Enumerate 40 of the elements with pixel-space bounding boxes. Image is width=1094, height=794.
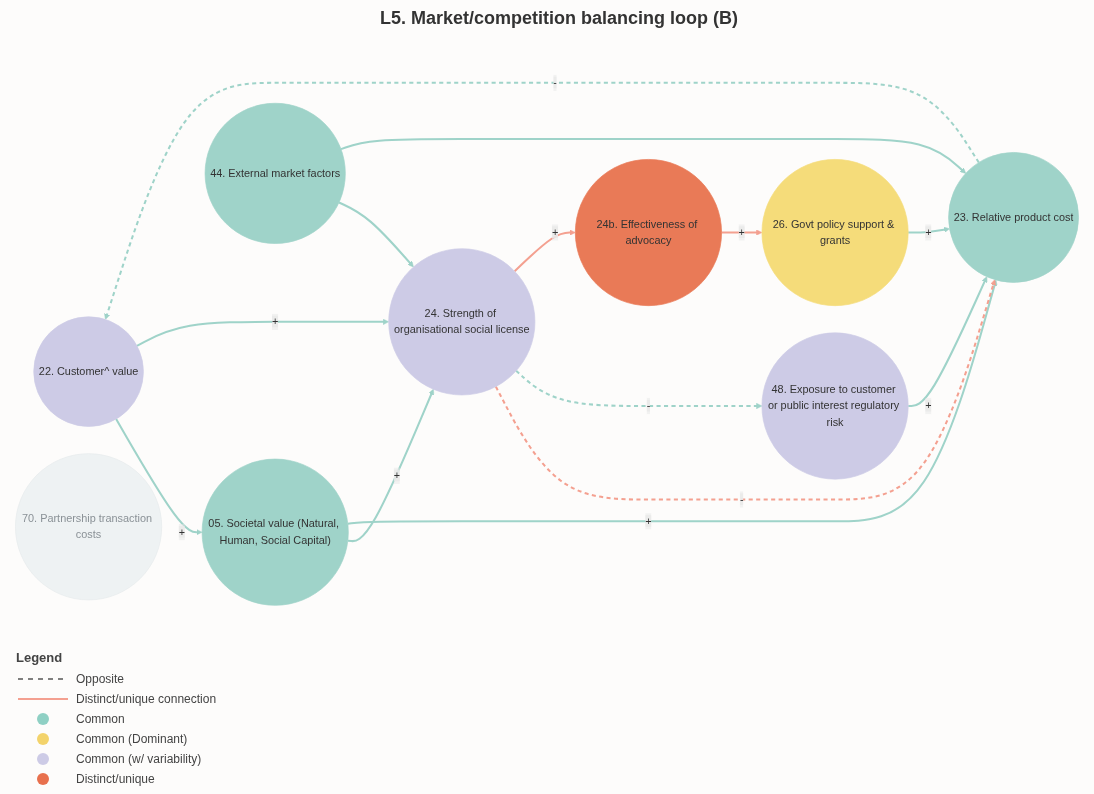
circle-node: 44. External market factors <box>204 102 346 244</box>
edge-label: + <box>645 513 652 530</box>
circle-node: 24b. Effectiveness of advocacy <box>575 159 722 306</box>
diagram-title: L5. Market/competition balancing loop (B) <box>380 8 739 29</box>
legend-text: Common (Dominant) <box>76 732 188 746</box>
circle-node: 24. Strength of organisational social license <box>388 248 536 396</box>
circle-node: 70. Partnership transaction costs <box>15 453 163 601</box>
arrow <box>347 388 435 543</box>
legend-text: Common <box>76 712 125 726</box>
arrow <box>908 226 950 234</box>
legend-text: Distinct/unique connection <box>76 692 217 706</box>
arrow <box>104 81 980 320</box>
edge-label: - <box>739 491 744 508</box>
edge-label: + <box>925 224 932 241</box>
edge-label: - <box>646 397 651 415</box>
edge-label: + <box>272 313 279 330</box>
arrow <box>515 370 763 409</box>
edge-label: + <box>393 467 401 484</box>
circle-node: 23. Relative product cost <box>948 152 1079 283</box>
circle-node: 48. Exposure to customer or public interest regulatory risk <box>761 332 909 480</box>
arrow <box>340 138 966 174</box>
arrow <box>721 229 763 236</box>
arrow <box>908 276 988 407</box>
arrow <box>115 418 203 536</box>
legend-text: Common (w/ variability) <box>76 752 202 766</box>
legend-text: Opposite <box>76 672 125 686</box>
legend-text: Distinct/unique <box>76 772 155 786</box>
edge-label: - <box>553 74 557 91</box>
circle-node: 26. Govt policy support & grants <box>761 159 909 306</box>
edge-label: + <box>551 224 559 241</box>
arrow <box>338 201 414 268</box>
arrow <box>136 318 389 347</box>
arrow <box>494 279 997 501</box>
edge-label: + <box>925 397 932 415</box>
edge-label: + <box>738 224 745 241</box>
circle-node: 22. Customer^ value <box>33 316 144 427</box>
legend-heading: Legend <box>16 650 63 665</box>
circle-node: 05. Societal value (Natural, Human, Social Capital) <box>201 458 349 606</box>
arrow <box>513 229 576 273</box>
edge-label: + <box>178 524 186 541</box>
